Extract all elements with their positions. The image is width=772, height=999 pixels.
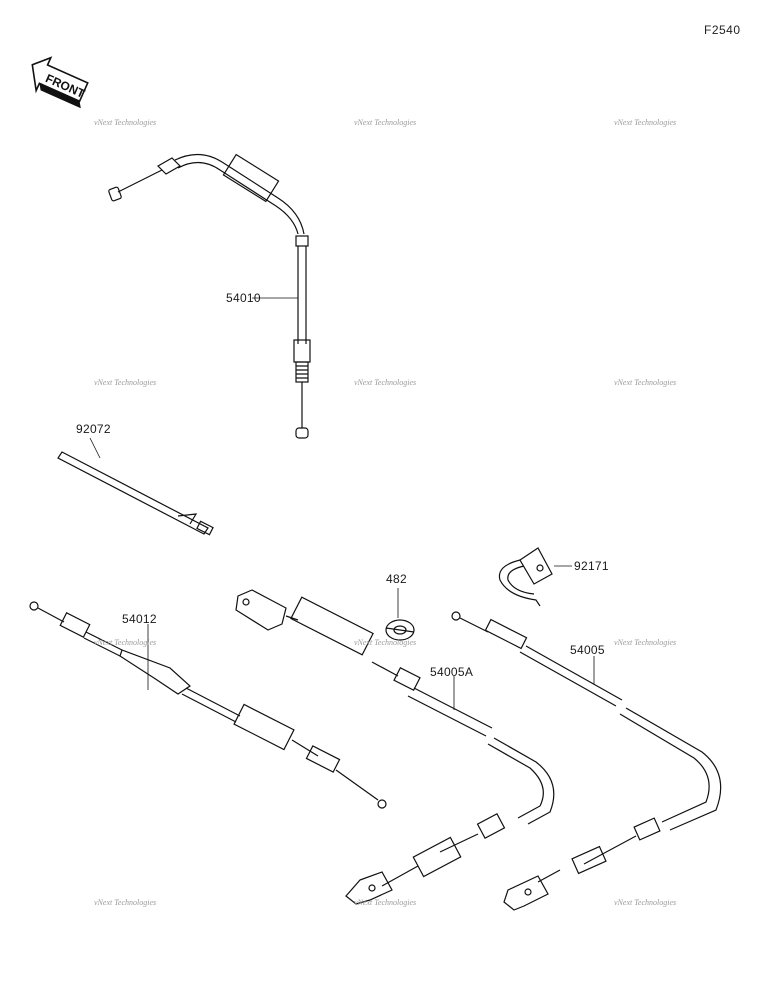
part-code-92072: 92072 — [76, 422, 111, 436]
part-code-92171: 92171 — [574, 559, 609, 573]
part-code-54010: 54010 — [226, 291, 261, 305]
watermark: vNext Technologies — [354, 898, 417, 907]
cable-54012 — [29, 601, 387, 809]
cable-54005A — [235, 589, 555, 905]
part-code-54005: 54005 — [570, 643, 605, 657]
watermark: vNext Technologies — [354, 638, 417, 647]
cable-54010 — [108, 153, 311, 439]
watermark: vNext Technologies — [94, 378, 157, 387]
watermark: vNext Technologies — [354, 118, 417, 127]
clip-482 — [385, 619, 415, 641]
watermark: vNext Technologies — [614, 638, 677, 647]
watermark: vNext Technologies — [354, 378, 417, 387]
part-code-54005A: 54005A — [430, 665, 474, 679]
watermark: vNext Technologies — [94, 118, 157, 127]
bracket-92171 — [498, 547, 553, 607]
watermark: vNext Technologies — [614, 378, 677, 387]
watermark: vNext Technologies — [94, 898, 157, 907]
watermark: vNext Technologies — [614, 898, 677, 907]
watermark: vNext Technologies — [94, 638, 157, 647]
cable-54005 — [451, 611, 722, 911]
cable-tie-92072 — [57, 451, 214, 536]
front-arrow-icon: FRONT — [31, 56, 89, 109]
part-code-54012: 54012 — [122, 612, 157, 626]
part-code-482: 482 — [386, 572, 407, 586]
sheet-id: F2540 — [704, 23, 741, 37]
watermark: vNext Technologies — [614, 118, 677, 127]
